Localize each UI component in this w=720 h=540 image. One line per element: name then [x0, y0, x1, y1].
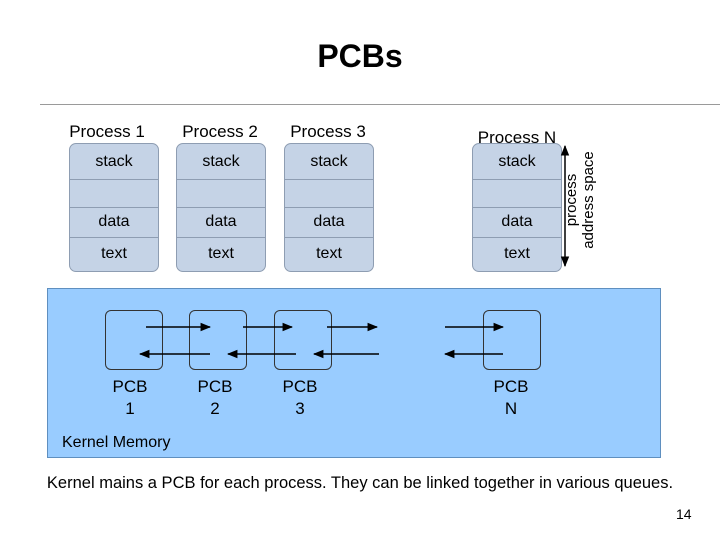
address-space-process-3: stack data text — [284, 143, 374, 272]
process-label-n: Process N — [477, 128, 557, 147]
pcb-label-text: PCB — [282, 377, 318, 396]
pcb-label-text: PCB — [197, 377, 233, 396]
pcb-box-2 — [189, 310, 247, 370]
process-label-2: Process 2 — [182, 122, 258, 141]
pcb-label-text: PCB — [112, 377, 148, 396]
title-divider — [40, 104, 720, 105]
process-label-3: Process 3 — [290, 122, 366, 141]
stack-segment: stack — [498, 152, 536, 170]
process-label-1: Process 1 — [69, 122, 145, 141]
segment-divider — [177, 179, 265, 180]
pcb-label-text: PCB — [493, 377, 529, 396]
data-segment: data — [501, 213, 533, 230]
pcb-label-index: N — [504, 399, 518, 418]
pcb-box-3 — [274, 310, 332, 370]
address-space-process-n: stack data text — [472, 143, 562, 272]
pcb-label-index: 1 — [125, 399, 135, 418]
stack-segment: stack — [202, 152, 240, 170]
slide-title: PCBs — [317, 38, 403, 74]
pcb-label-2: PCB 2 — [185, 376, 245, 420]
stack-segment: stack — [310, 152, 348, 170]
stack-segment: stack — [95, 152, 133, 170]
pcb-box-1 — [105, 310, 163, 370]
pcb-label-index: 3 — [295, 399, 305, 418]
segment-divider — [285, 207, 373, 208]
text-segment: text — [316, 245, 342, 262]
segment-divider — [285, 237, 373, 238]
pcb-label-3: PCB 3 — [270, 376, 330, 420]
kernel-memory-label: Kernel Memory — [62, 434, 171, 451]
segment-divider — [177, 237, 265, 238]
pcb-label-1: PCB 1 — [100, 376, 160, 420]
pcb-label-index: 2 — [210, 399, 220, 418]
page-number: 14 — [676, 506, 692, 522]
segment-divider — [177, 207, 265, 208]
pcb-label-n: PCB N — [481, 376, 541, 420]
data-segment: data — [313, 213, 345, 230]
slide-caption: Kernel mains a PCB for each process. The… — [46, 474, 674, 492]
data-segment: data — [205, 213, 237, 230]
segment-divider — [70, 179, 158, 180]
pcb-box-n — [483, 310, 541, 370]
segment-divider — [285, 179, 373, 180]
text-segment: text — [101, 245, 127, 262]
segment-divider — [70, 207, 158, 208]
segment-divider — [473, 207, 561, 208]
text-segment: text — [504, 245, 530, 262]
data-segment: data — [98, 213, 130, 230]
address-space-process-2: stack data text — [176, 143, 266, 272]
text-segment: text — [208, 245, 234, 262]
address-space-process-1: stack data text — [69, 143, 159, 272]
segment-divider — [473, 237, 561, 238]
segment-divider — [473, 179, 561, 180]
segment-divider — [70, 237, 158, 238]
